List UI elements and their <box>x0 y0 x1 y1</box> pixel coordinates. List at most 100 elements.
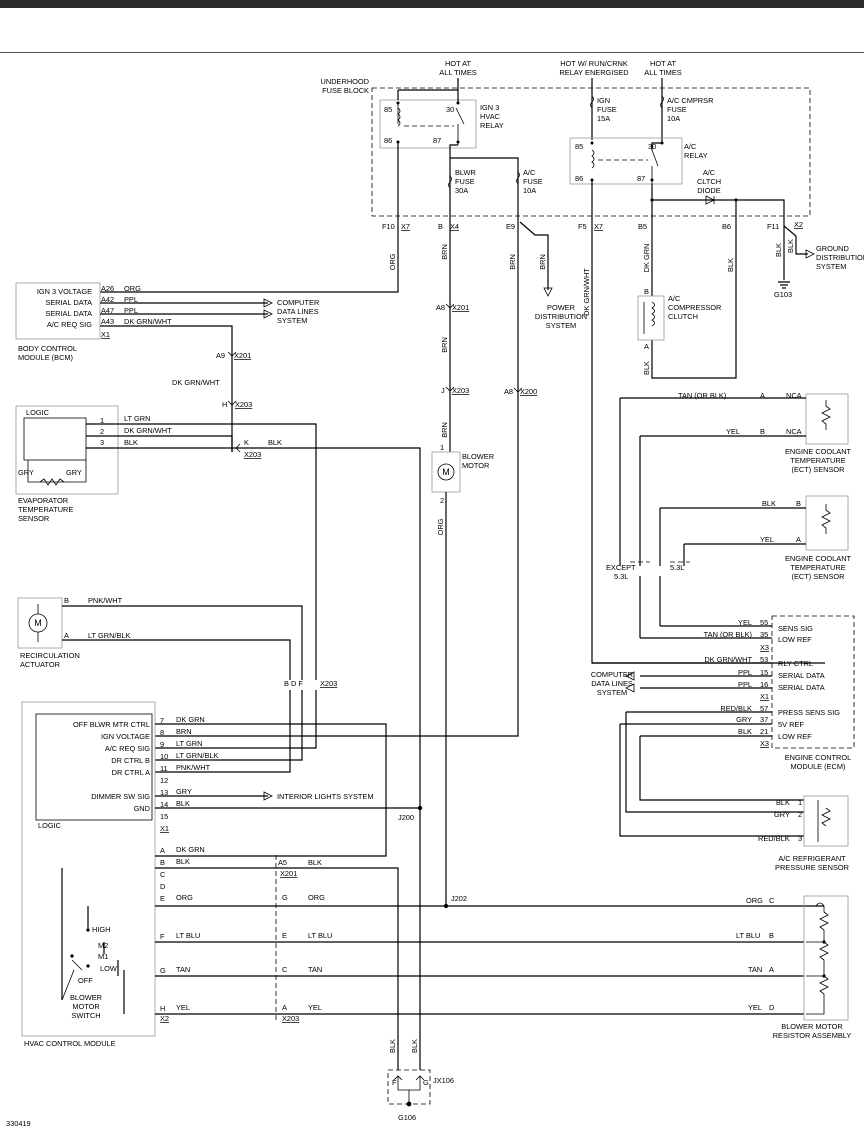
ect1-nca-1: NCA <box>786 391 802 400</box>
ecm-label-9: 5V REF <box>778 720 804 729</box>
ecm-pin-8: 57 <box>760 704 768 713</box>
hvac-pin-14: 14 <box>160 800 168 809</box>
bcm-pin-3: A47 <box>101 306 114 315</box>
bcm-row-1: IGN 3 VOLTAGE <box>37 287 92 296</box>
hvac-pin-10: 10 <box>160 752 168 761</box>
ect2-name-1: ENGINE COOLANT <box>785 554 852 563</box>
ecm-wire-10: BLK <box>738 727 752 736</box>
x203-pin-a: A <box>282 1003 287 1012</box>
ect2-pin-a: A <box>796 535 801 544</box>
ecm-pin-10: 21 <box>760 727 768 736</box>
hvac-x1: X1 <box>160 824 169 833</box>
g103-label: G103 <box>774 290 792 299</box>
ecm-pin-1: 55 <box>760 618 768 627</box>
ac-fuse-1: A/C <box>523 168 536 177</box>
ecm-label-10: LOW REF <box>778 732 812 741</box>
res-wire-b: LT BLU <box>736 931 760 940</box>
x203-pin-e: E <box>282 931 287 940</box>
hvac-lpin-g: G <box>160 966 166 975</box>
wire-blk-2: BLK <box>642 361 651 375</box>
conn-f11: F11 <box>767 222 779 231</box>
motor-m: M <box>442 467 450 477</box>
ect1-pin-b: B <box>760 427 765 436</box>
hvac-row-8: GND <box>134 804 150 813</box>
hvac-lpin-d: D <box>160 882 165 891</box>
recirc-pin-a: A <box>64 631 69 640</box>
hvac-lpin-a: A <box>160 846 165 855</box>
bcm: IGN 3 VOLTAGE SERIAL DATA SERIAL DATA A/… <box>15 282 319 452</box>
hot-label-3: HOT AT <box>650 59 676 68</box>
conn-x2: X2 <box>794 220 803 229</box>
motor-pin-2: 2 <box>440 496 444 505</box>
power-dist-1: POWER <box>547 303 575 312</box>
inline-j: J <box>441 386 445 395</box>
ecm-label-6: SERIAL DATA <box>778 683 825 692</box>
switch-m2: M2 <box>98 941 108 950</box>
conn-b: B <box>438 222 443 231</box>
hvac-row-7: DIMMER SW SIG <box>91 792 150 801</box>
fuse-block-label-2: FUSE BLOCK <box>322 86 369 95</box>
hot-label-1: HOT AT <box>445 59 471 68</box>
bcm-wire-1: ORG <box>124 284 141 293</box>
hvac-pin-13: 13 <box>160 788 168 797</box>
switch-name-1: BLOWER <box>70 993 102 1002</box>
x203-wire-tan: TAN <box>308 965 322 974</box>
res-pin-b: B <box>769 931 774 940</box>
ps-pin-1: 1 <box>798 798 802 807</box>
ecm-label-7: X1 <box>760 692 769 701</box>
hvac-x2: X2 <box>160 1014 169 1023</box>
recirc-m: M <box>34 618 42 628</box>
ground-dist-3: SYSTEM <box>816 262 846 271</box>
ect2-name-3: (ECT) SENSOR <box>792 572 845 581</box>
pin-87a: 87 <box>433 136 441 145</box>
evap-sensor: LOGIC GRY GRY 1 2 3 LT GRN DK GRN/WHT BL… <box>15 405 421 1070</box>
wire-blk-1: BLK <box>726 258 735 272</box>
ecm-wire-1: YEL <box>738 618 752 627</box>
g106-label: G106 <box>398 1113 416 1122</box>
ecm-wire-5: PPL <box>738 668 752 677</box>
hvac-wire-7: DK GRN <box>176 715 205 724</box>
ecm-cdl-1: COMPUTER <box>591 670 633 679</box>
bcm-pin-2: A42 <box>101 295 114 304</box>
wire-brn-5: BRN <box>538 254 547 270</box>
j202-label: J202 <box>451 894 467 903</box>
inline-x203b: X203 <box>452 386 469 395</box>
blower-motor: M 1 2 BLOWER MOTOR ORG <box>431 443 494 906</box>
power-dist-3: SYSTEM <box>546 321 576 330</box>
conn-x4: X4 <box>450 222 459 231</box>
recirc-name-2: ACTUATOR <box>20 660 60 669</box>
res-wire-a: TAN <box>748 965 762 974</box>
inline-a8b: A8 <box>504 387 513 396</box>
ign3-relay-1: IGN 3 <box>480 103 499 112</box>
hvac-lpin-f: F <box>160 932 165 941</box>
x203-wire-org: ORG <box>308 893 325 902</box>
hvac-logic: LOGIC <box>38 821 62 830</box>
ect2-wire-2: YEL <box>760 535 774 544</box>
bcm-name-2: MODULE (BCM) <box>18 353 73 362</box>
g106-pin-f: F <box>392 1078 397 1087</box>
ground-dist-2: DISTRIBUTION <box>816 253 864 262</box>
header-divider <box>0 52 864 53</box>
wire-blk-5: BLK <box>268 438 282 447</box>
bcm-pin-1: A26 <box>101 284 114 293</box>
ecm-wire-4: DK GRN/WHT <box>704 655 752 664</box>
hvac-wire-9: LT GRN <box>176 739 202 748</box>
evap-wire-3: BLK <box>124 438 138 447</box>
evap-logic: LOGIC <box>26 408 50 417</box>
ecm-label-2: LOW REF <box>778 635 812 644</box>
diode-3: DIODE <box>697 186 720 195</box>
ps-name-2: PRESSURE SENSOR <box>775 863 849 872</box>
except-1: EXCEPT <box>606 563 636 572</box>
hvac-lwire-g: TAN <box>176 965 190 974</box>
recirc-name-1: RECIRCULATION <box>20 651 80 660</box>
ps-pin-3: 3 <box>798 834 802 843</box>
recirc-wire-1: PNK/WHT <box>88 596 123 605</box>
conn-x7a: X7 <box>401 222 410 231</box>
wire-dkgrn-1: DK GRN <box>642 244 651 273</box>
res-pin-c: C <box>769 896 775 905</box>
comp-pin-a: A <box>644 342 649 351</box>
ect1-wire-2: YEL <box>726 427 740 436</box>
g106-pin-g: G <box>423 1078 429 1087</box>
evap-pin-1: 1 <box>100 416 104 425</box>
conn-x7b: X7 <box>594 222 603 231</box>
